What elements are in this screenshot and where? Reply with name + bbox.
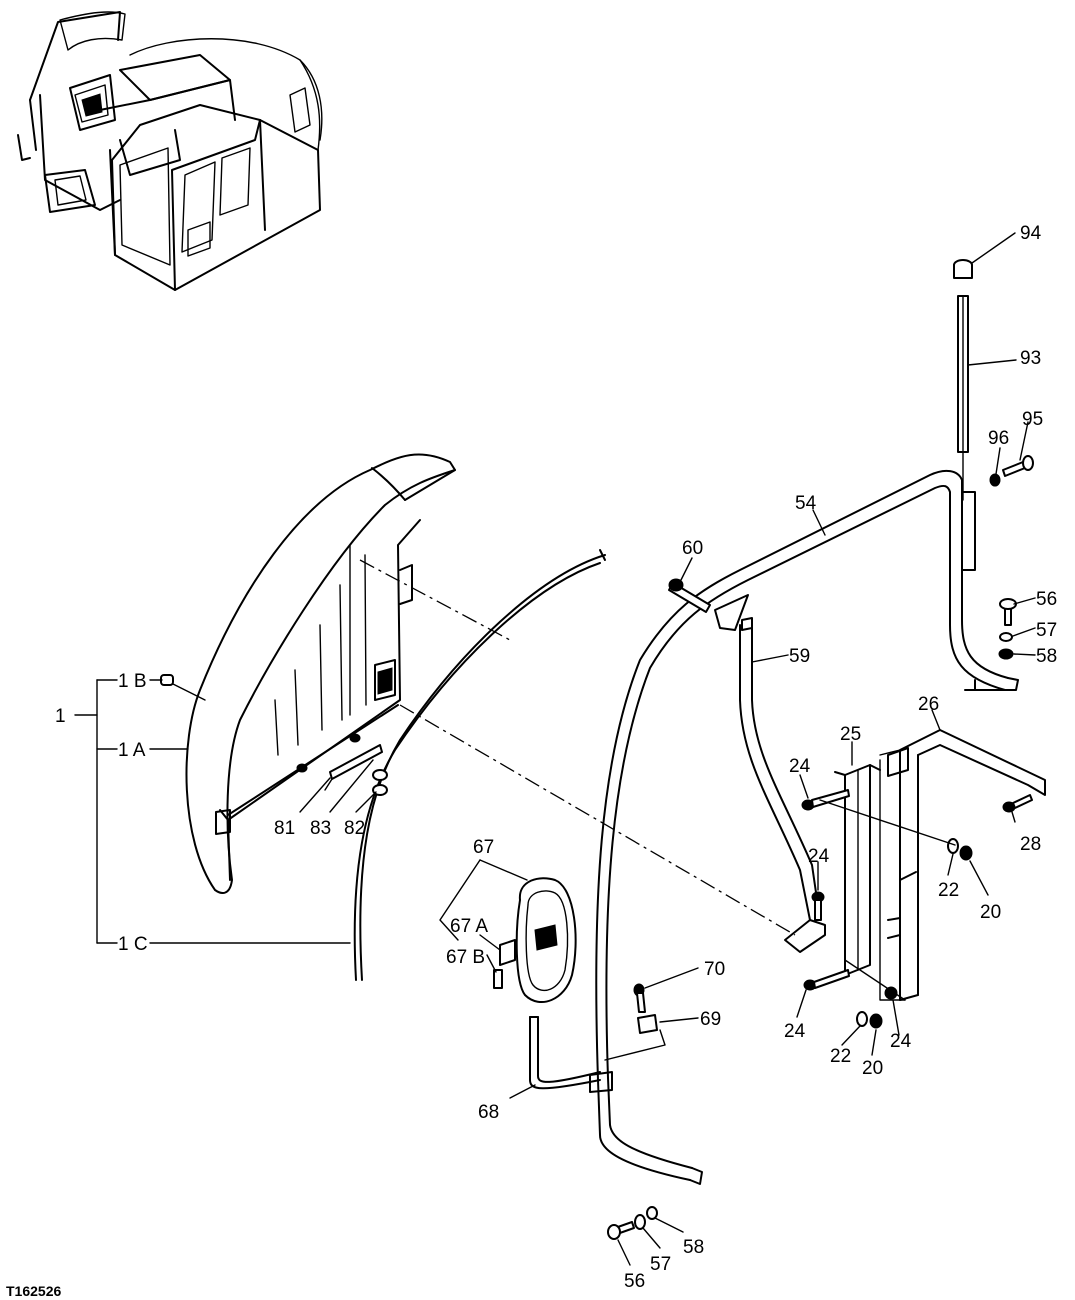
handrail-frame-54 — [589, 469, 1019, 1185]
callout-94: 94 — [1020, 223, 1042, 244]
callout-60: 60 — [682, 538, 703, 559]
bolt-1b — [160, 674, 174, 686]
bracket-25 — [834, 764, 881, 976]
washers-nuts — [856, 838, 973, 1029]
callout-57-upper: 57 — [1036, 620, 1057, 641]
rod-93 — [953, 259, 973, 501]
bracket-81-and-fasteners — [324, 744, 388, 796]
bolt-95-washer-96 — [989, 455, 1034, 487]
callout-24-b: 24 — [808, 846, 830, 867]
mirror-stay-68 — [529, 1016, 601, 1090]
bracket-26 — [879, 729, 1046, 1001]
callout-56-upper: 56 — [1036, 589, 1057, 610]
seal-strip-part — [353, 549, 606, 981]
hood-cover-assembly — [185, 453, 456, 894]
callout-24-d: 24 — [890, 1031, 912, 1052]
callout-1: 1 — [55, 706, 66, 727]
brace-bar-59 — [739, 617, 826, 953]
callout-20-a: 20 — [980, 902, 1001, 923]
callout-28: 28 — [1020, 834, 1041, 855]
callout-labels: 94 93 95 96 54 60 56 57 58 59 26 25 24 2… — [55, 223, 1057, 1292]
fasteners-upper-right — [998, 598, 1017, 660]
alignment-line-b — [844, 959, 906, 1001]
callout-67a: 67 A — [450, 916, 488, 937]
callout-56-lower: 56 — [624, 1271, 645, 1292]
figure-reference-id: T162526 — [6, 1283, 61, 1299]
callout-24-c: 24 — [784, 1021, 806, 1042]
alignment-line-a — [819, 799, 956, 846]
callout-95: 95 — [1022, 409, 1043, 430]
bolt-28 — [1002, 794, 1033, 813]
callout-57-lower: 57 — [650, 1254, 671, 1275]
callout-22-a: 22 — [938, 880, 959, 901]
clamp-69-bolt-70 — [604, 983, 666, 1061]
fasteners-lower — [607, 1206, 658, 1240]
callout-54: 54 — [795, 493, 817, 514]
callout-1a: 1 A — [118, 740, 146, 761]
callout-20-b: 20 — [862, 1058, 883, 1079]
callout-26: 26 — [918, 694, 939, 715]
leader-lines — [299, 232, 1036, 1266]
bolts-24 — [801, 789, 898, 1000]
callout-70: 70 — [704, 959, 725, 980]
callout-83: 83 — [310, 818, 331, 839]
bolt-60 — [668, 578, 711, 613]
callout-67: 67 — [473, 837, 494, 858]
callout-24-a: 24 — [789, 756, 811, 777]
callout-68: 68 — [478, 1102, 499, 1123]
callout-67b: 67 B — [446, 947, 485, 968]
callout-82: 82 — [344, 818, 365, 839]
callout-81: 81 — [274, 818, 295, 839]
callout-58-lower: 58 — [683, 1237, 704, 1258]
callout-58-upper: 58 — [1036, 646, 1057, 667]
centerline-lower — [399, 704, 796, 936]
callout-96: 96 — [988, 428, 1009, 449]
callout-69: 69 — [700, 1009, 721, 1030]
callout-22-b: 22 — [830, 1046, 851, 1067]
callout-25: 25 — [840, 724, 861, 745]
callout-tree-1 — [74, 679, 351, 944]
machine-locator-illustration — [17, 11, 323, 291]
callout-1b: 1 B — [118, 671, 147, 692]
callout-93: 93 — [1020, 348, 1041, 369]
centerline-upper — [359, 559, 511, 641]
callout-1c: 1 C — [118, 934, 148, 955]
mirror-67 — [493, 877, 577, 1004]
callout-59: 59 — [789, 646, 810, 667]
